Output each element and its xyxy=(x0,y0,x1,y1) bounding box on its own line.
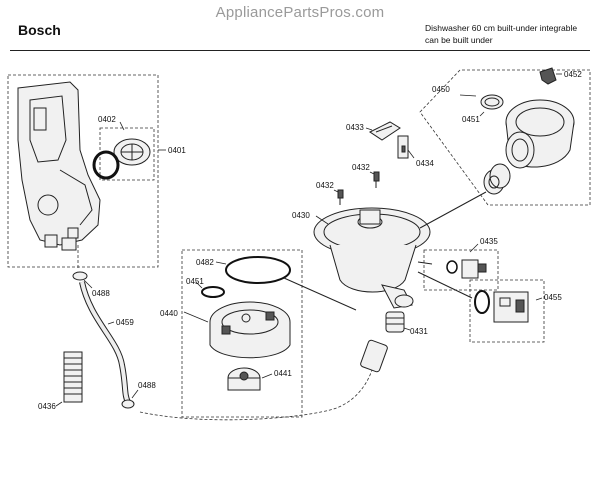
part-0401-housing[interactable] xyxy=(17,81,101,251)
callout-0432-lower: 0432 xyxy=(316,181,334,190)
part-0434-sensor[interactable] xyxy=(397,135,409,159)
callout-0402: 0402 xyxy=(98,115,116,124)
callout-0441: 0441 xyxy=(274,369,292,378)
model-description: Dishwasher 60 cm built-under integrable … xyxy=(425,22,600,46)
part-0488-clamp-top[interactable] xyxy=(72,271,88,281)
callout-0430: 0430 xyxy=(292,211,310,220)
callout-0435: 0435 xyxy=(480,237,498,246)
part-0431-fitting[interactable] xyxy=(385,311,405,333)
callout-0451-mid: 0451 xyxy=(186,277,204,286)
part-0488-clamp-bottom[interactable] xyxy=(121,399,135,409)
callout-0488-bottom: 0488 xyxy=(138,381,156,390)
callout-0433: 0433 xyxy=(346,123,364,132)
part-0452-clip[interactable] xyxy=(539,67,557,85)
part-0482-seal-ring[interactable] xyxy=(225,256,291,284)
callout-0440: 0440 xyxy=(160,309,178,318)
callout-0455: 0455 xyxy=(544,293,562,302)
callout-0451-top: 0451 xyxy=(462,115,480,124)
callout-0436: 0436 xyxy=(38,402,56,411)
part-0432-screw-lower[interactable] xyxy=(337,189,344,205)
model-description-line2: can be built under xyxy=(425,35,493,45)
group-box-0440 xyxy=(181,249,303,418)
callout-0450: 0450 xyxy=(432,85,450,94)
watermark: AppliancePartsPros.com xyxy=(215,4,385,21)
group-box-0450 xyxy=(419,69,591,206)
group-box-0455 xyxy=(469,279,545,343)
part-0440-heat-pump-plate[interactable] xyxy=(209,301,291,359)
part-0435-valve[interactable] xyxy=(446,259,487,279)
part-0459-drain-hose[interactable] xyxy=(79,281,131,404)
part-0455-pump[interactable] xyxy=(474,290,529,323)
part-0450-inlet-bellows[interactable] xyxy=(483,163,511,195)
part-0436-corrugated-hose[interactable] xyxy=(63,351,83,403)
part-0450-circulation-pump[interactable] xyxy=(505,99,575,169)
header-divider xyxy=(10,50,590,51)
group-box-0401 xyxy=(7,74,159,268)
part-0402-cover[interactable] xyxy=(113,138,151,166)
part-0432-screw-upper[interactable] xyxy=(373,171,380,188)
part-0441-motor[interactable] xyxy=(227,367,261,391)
callout-0431: 0431 xyxy=(410,327,428,336)
part-0433-bracket[interactable] xyxy=(369,121,401,141)
part-0431-coupling[interactable] xyxy=(360,339,388,373)
callout-0452: 0452 xyxy=(564,70,582,79)
brand-name: Bosch xyxy=(18,22,61,38)
callout-0401: 0401 xyxy=(168,146,186,155)
callout-0488-top: 0488 xyxy=(92,289,110,298)
callout-0434: 0434 xyxy=(416,159,434,168)
part-0451-gasket[interactable] xyxy=(201,286,225,298)
callout-0482: 0482 xyxy=(196,258,214,267)
callout-0432-upper: 0432 xyxy=(352,163,370,172)
group-box-0435 xyxy=(423,249,499,291)
model-description-line1: Dishwasher 60 cm built-under integrable xyxy=(425,23,578,33)
part-0402-seal-ring[interactable] xyxy=(92,150,120,180)
part-0430-sump[interactable] xyxy=(313,207,431,309)
callout-0459: 0459 xyxy=(116,318,134,327)
part-0451-ring-top[interactable] xyxy=(480,94,504,110)
